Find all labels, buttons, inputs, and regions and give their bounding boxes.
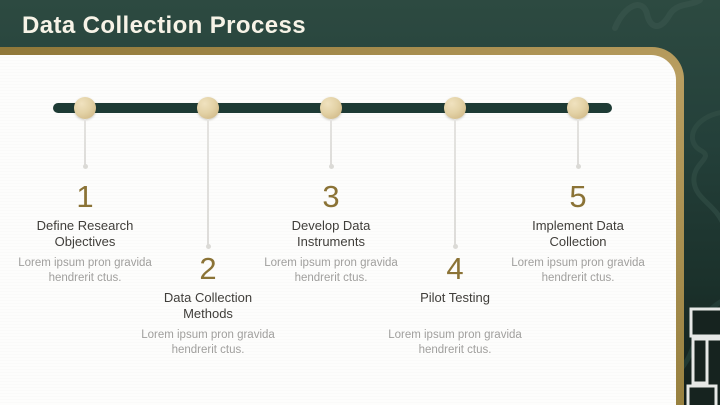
timeline-step-3: 3 Develop Data Instruments Lorem ipsum p… — [256, 181, 406, 286]
step-description: Lorem ipsum pron gravida hendrerit ctus. — [511, 257, 645, 284]
timeline-node-5 — [567, 97, 589, 119]
step-title: Develop Data Instruments — [291, 218, 371, 250]
step-description: Lorem ipsum pron gravida hendrerit ctus. — [141, 329, 275, 356]
step-number: 3 — [322, 179, 340, 214]
timeline-node-1 — [74, 97, 96, 119]
timeline-node-2 — [197, 97, 219, 119]
step-number: 1 — [76, 179, 94, 214]
connector-line-4 — [452, 119, 458, 249]
timeline-node-4 — [444, 97, 466, 119]
step-number: 4 — [446, 251, 464, 286]
timeline-step-2: 2 Data Collection Methods Lorem ipsum pr… — [133, 253, 283, 358]
connector-line-5 — [575, 119, 581, 169]
connector-line-1 — [82, 119, 88, 169]
decorative-grid-pattern — [686, 307, 720, 405]
step-title: Implement Data Collection — [532, 218, 624, 250]
timeline-step-4: 4 Pilot Testing Lorem ipsum pron gravida… — [380, 253, 530, 358]
step-title: Pilot Testing — [420, 290, 490, 305]
step-description: Lorem ipsum pron gravida hendrerit ctus. — [388, 329, 522, 356]
step-title: Define Research Objectives — [36, 218, 134, 250]
timeline-step-1: 1 Define Research Objectives Lorem ipsum… — [10, 181, 160, 286]
timeline-node-3 — [320, 97, 342, 119]
step-title: Data Collection Methods — [163, 290, 253, 322]
step-number: 5 — [569, 179, 587, 214]
step-number: 2 — [199, 251, 217, 286]
timeline-step-5: 5 Implement Data Collection Lorem ipsum … — [503, 181, 653, 286]
step-description: Lorem ipsum pron gravida hendrerit ctus. — [18, 257, 152, 284]
step-description: Lorem ipsum pron gravida hendrerit ctus. — [264, 257, 398, 284]
connector-line-2 — [205, 119, 211, 249]
connector-line-3 — [328, 119, 334, 169]
page-title: Data Collection Process — [22, 12, 306, 39]
